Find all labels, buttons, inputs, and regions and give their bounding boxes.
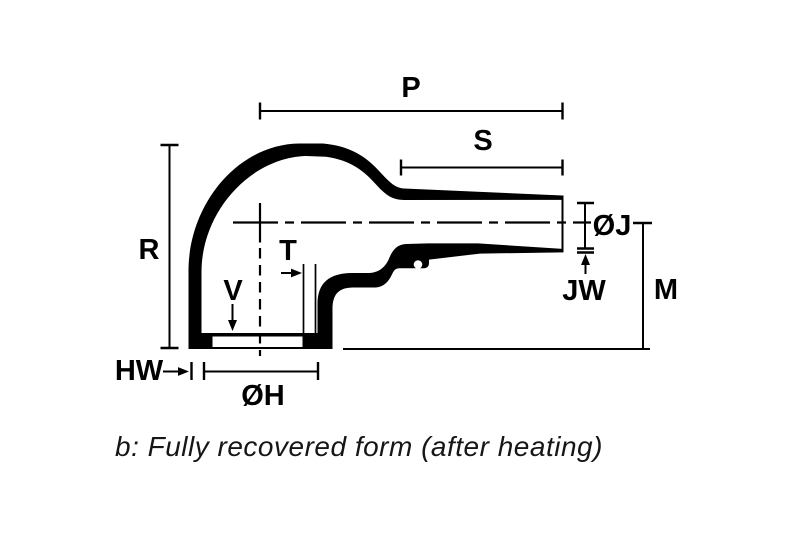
label-OH: ØH <box>241 380 285 412</box>
boot-entry-lip <box>212 336 303 347</box>
dimension-OJ <box>577 201 594 254</box>
dimension-OH <box>204 362 320 380</box>
label-HW: HW <box>115 355 164 387</box>
dimension-R <box>160 143 179 350</box>
label-P: P <box>401 72 420 104</box>
label-T: T <box>279 235 297 267</box>
dimension-S <box>399 159 564 176</box>
dimension-T <box>281 264 317 336</box>
boot-body <box>188 143 564 349</box>
tab-hole <box>413 260 423 269</box>
figure-caption: b: Fully recovered form (after heating) <box>115 431 603 462</box>
arrow-HW <box>178 367 189 376</box>
centerlines <box>233 203 591 356</box>
label-S: S <box>473 125 492 157</box>
label-JW: JW <box>562 275 606 307</box>
boot-upper-wall <box>188 143 563 349</box>
label-V: V <box>223 275 243 307</box>
arrow-JW <box>581 254 590 265</box>
arrow-T <box>291 268 302 278</box>
arrow-V <box>228 320 237 331</box>
label-M: M <box>654 274 678 306</box>
dimension-M <box>343 221 652 350</box>
dimension-P <box>258 102 564 120</box>
boot-lower-wall <box>317 243 563 349</box>
label-R: R <box>139 234 160 266</box>
label-OJ: ØJ <box>593 210 632 242</box>
